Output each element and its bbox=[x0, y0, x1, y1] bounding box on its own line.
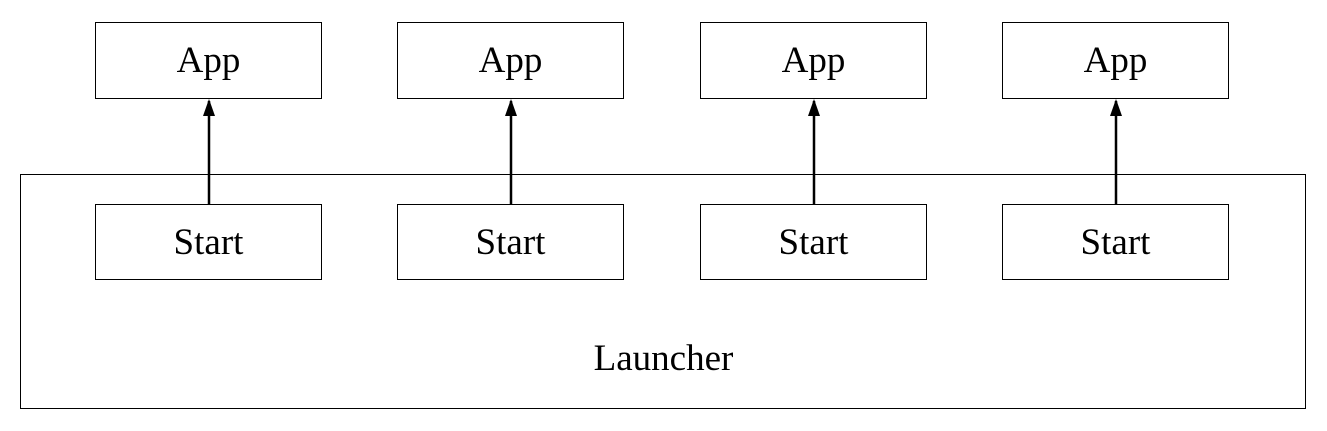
arrowhead-1 bbox=[203, 99, 215, 116]
arrowhead-3 bbox=[808, 99, 820, 116]
app-box-1: App bbox=[95, 22, 322, 99]
app-box-3: App bbox=[700, 22, 927, 99]
app-box-4: App bbox=[1002, 22, 1229, 99]
arrowhead-4 bbox=[1110, 99, 1122, 116]
start-box-1: Start bbox=[95, 204, 322, 280]
app-box-2: App bbox=[397, 22, 624, 99]
start-box-2: Start bbox=[397, 204, 624, 280]
launcher-label: Launcher bbox=[593, 338, 734, 379]
arrowhead-2 bbox=[505, 99, 517, 116]
start-box-4: Start bbox=[1002, 204, 1229, 280]
start-box-3: Start bbox=[700, 204, 927, 280]
